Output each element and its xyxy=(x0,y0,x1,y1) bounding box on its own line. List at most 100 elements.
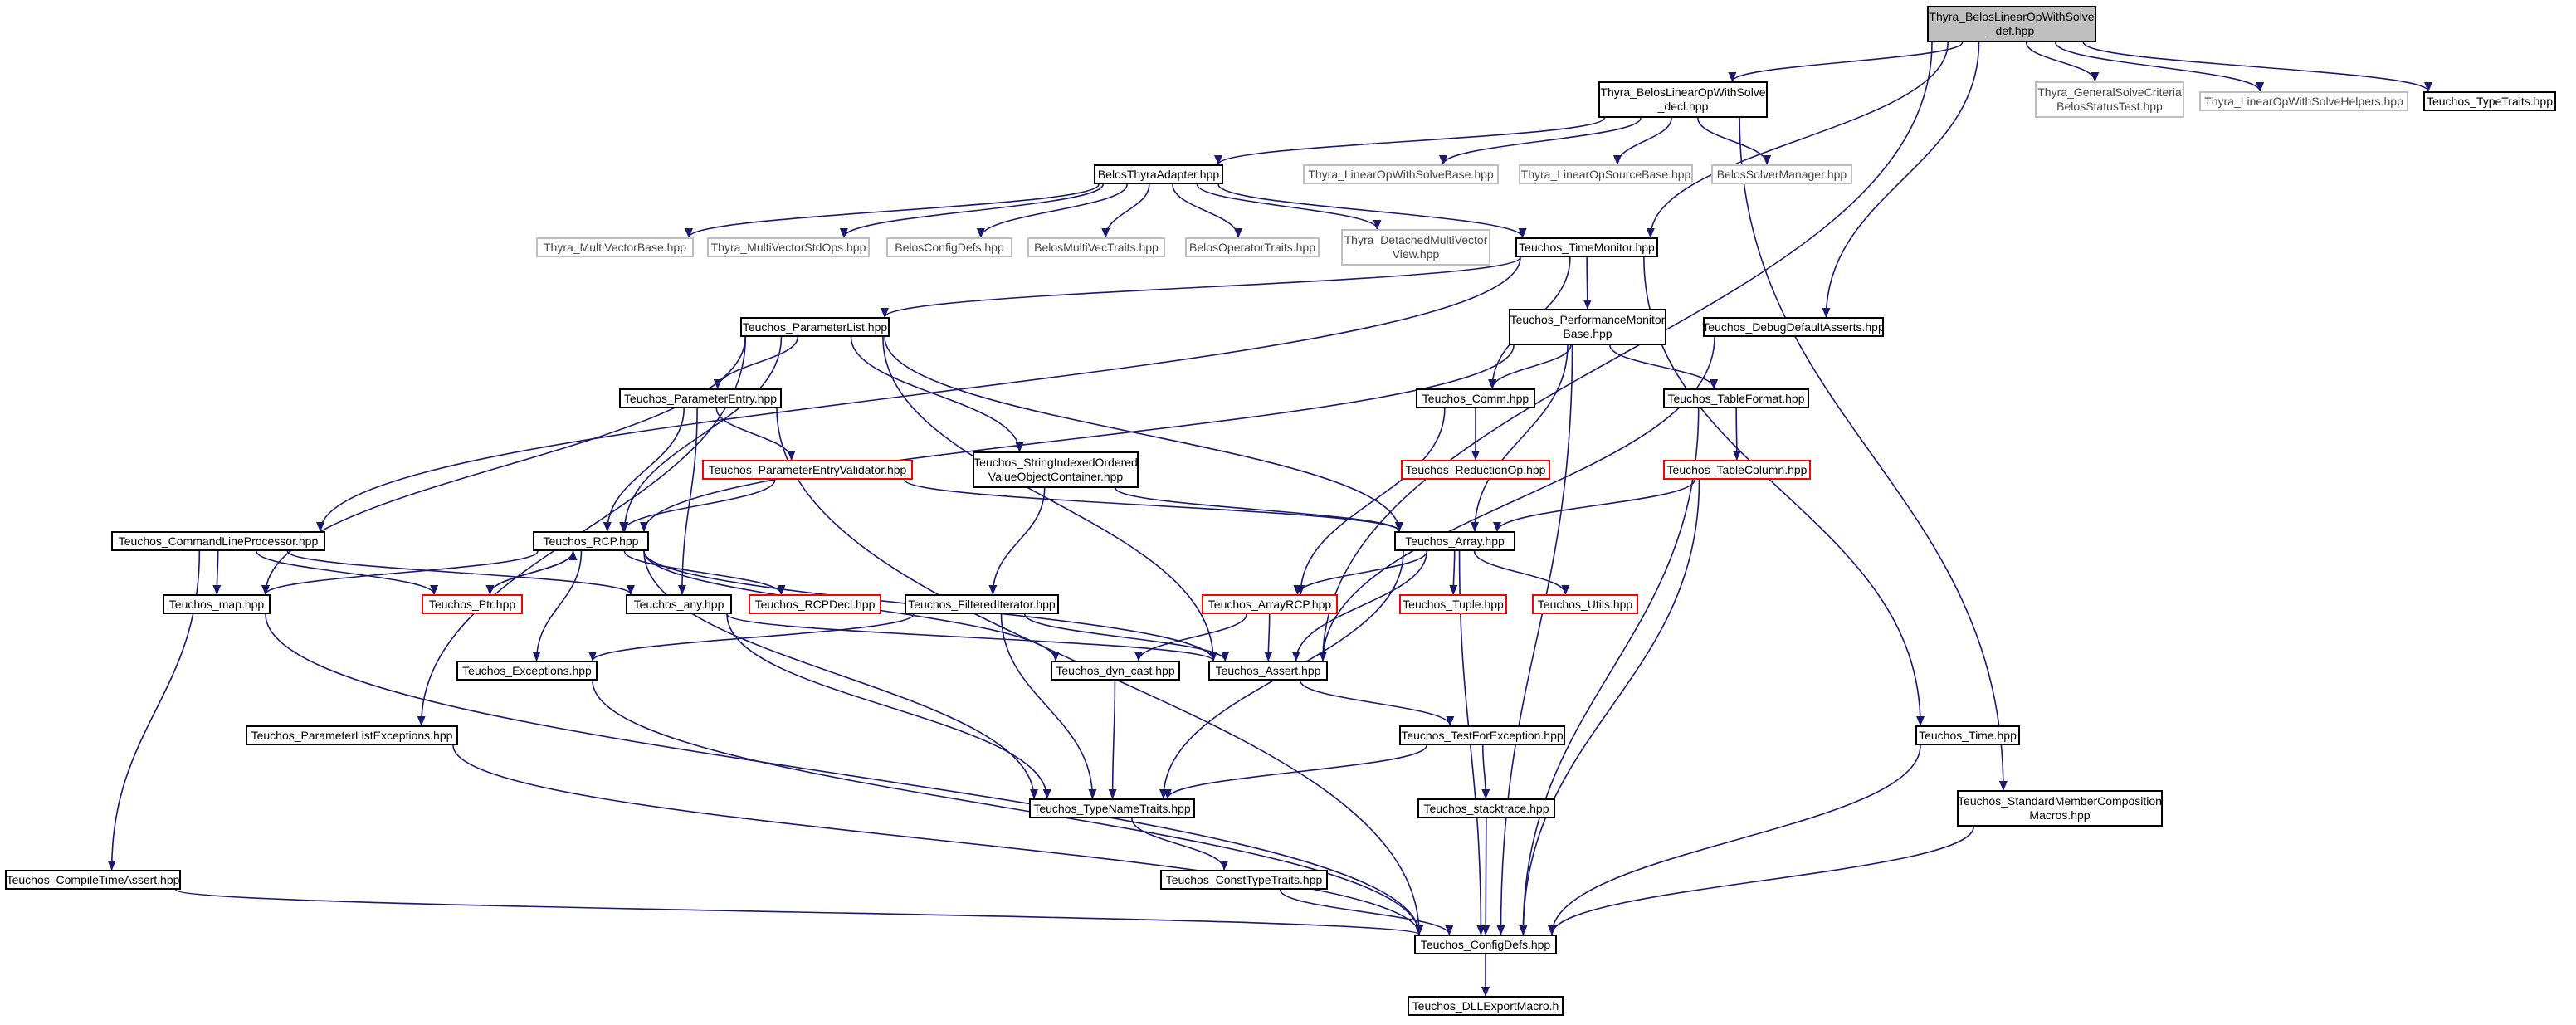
node-teuchos-configdefs[interactable]: Teuchos_ConfigDefs.hpp xyxy=(1414,935,1557,954)
node-label-line: _decl.hpp xyxy=(1657,100,1709,113)
edge-thyra_decl-to-belossm xyxy=(1697,117,1772,165)
node-label-line: Teuchos_any.hpp xyxy=(633,597,724,611)
edge-filtered-to-typename xyxy=(1000,613,1097,799)
node-label-line: Teuchos_map.hpp xyxy=(168,597,265,611)
node-belos-multivec-traits[interactable]: BelosMultiVecTraits.hpp xyxy=(1027,237,1165,257)
node-label-line: Teuchos_ConfigDefs.hpp xyxy=(1420,937,1551,951)
edge-time-to-configdefs xyxy=(1548,744,1921,935)
node-label-line: Teuchos_TableFormat.hpp xyxy=(1667,391,1805,405)
edge-rcp-to-typename xyxy=(643,550,1038,799)
edge-thyra_def-to-timemonitor xyxy=(1646,41,1949,238)
node-belos-solver-manager[interactable]: BelosSolverManager.hpp xyxy=(1711,164,1852,184)
node-teuchos-any[interactable]: Teuchos_any.hpp xyxy=(626,594,732,614)
edge-paramlist-to-rcp xyxy=(620,336,783,532)
edge-testforexc-to-stacktrace xyxy=(1481,744,1490,799)
node-teuchos-array[interactable]: Teuchos_Array.hpp xyxy=(1394,531,1515,551)
edge-tableformat-to-configdefs xyxy=(1519,408,1700,935)
node-label-line: Teuchos_ArrayRCP.hpp xyxy=(1208,597,1332,611)
edge-thyra_def-to-assert xyxy=(1319,41,1933,661)
node-belos-operator-traits[interactable]: BelosOperatorTraits.hpp xyxy=(1185,237,1320,257)
node-label-line: View.hpp xyxy=(1392,247,1440,261)
node-teuchos-consttypetraits[interactable]: Teuchos_ConstTypeTraits.hpp xyxy=(1160,870,1328,890)
node-teuchos-debug-default-asserts[interactable]: Teuchos_DebugDefaultAsserts.hpp xyxy=(1702,317,1885,337)
edge-thyra_def-to-thyra_decl xyxy=(1728,41,1964,82)
edge-arrayrcp-to-assert xyxy=(1264,613,1273,661)
node-label-line: Teuchos_ParameterList.hpp xyxy=(742,320,888,334)
node-teuchos-comm[interactable]: Teuchos_Comm.hpp xyxy=(1416,388,1535,408)
edge-array-to-arrayrcp xyxy=(1293,550,1428,595)
edge-timemonitor-to-cmdline xyxy=(316,256,1521,532)
node-teuchos-dyn-cast[interactable]: Teuchos_dyn_cast.hpp xyxy=(1051,661,1180,681)
node-teuchos-utils[interactable]: Teuchos_Utils.hpp xyxy=(1532,594,1638,614)
node-label-line: Thyra_BelosLinearOpWithSolve xyxy=(1600,85,1766,99)
node-label-line: Thyra_LinearOpWithSolveHelpers.hpp xyxy=(2204,94,2403,108)
node-teuchos-rcp[interactable]: Teuchos_RCP.hpp xyxy=(533,531,649,551)
node-teuchos-tuple[interactable]: Teuchos_Tuple.hpp xyxy=(1399,594,1507,614)
node-teuchos-reductionop[interactable]: Teuchos_ReductionOp.hpp xyxy=(1401,460,1550,480)
node-label-line: Thyra_MultiVectorBase.hpp xyxy=(544,240,686,254)
node-thyra-multivector-base[interactable]: Thyra_MultiVectorBase.hpp xyxy=(536,237,694,257)
node-label-line: Macros.hpp xyxy=(2029,808,2091,822)
edge-dyncast-to-typename xyxy=(1108,680,1117,799)
node-teuchos-assert[interactable]: Teuchos_Assert.hpp xyxy=(1208,661,1328,681)
node-teuchos-dllexportmacro[interactable]: Teuchos_DLLExportMacro.h xyxy=(1408,996,1564,1016)
node-teuchos-rcpdecl[interactable]: Teuchos_RCPDecl.hpp xyxy=(749,594,881,614)
node-teuchos-parameterentry[interactable]: Teuchos_ParameterEntry.hpp xyxy=(619,388,782,408)
edge-assert-to-testforexc xyxy=(1299,680,1455,726)
node-thyra-belos-lows-def[interactable]: Thyra_BelosLinearOpWithSolve_def.hpp xyxy=(1927,6,2096,42)
node-teuchos-parameterentry-validator[interactable]: Teuchos_ParameterEntryValidator.hpp xyxy=(702,460,913,480)
edge-belosthyra-to-thyra_mvso xyxy=(840,183,1104,238)
node-label-line: Teuchos_ParameterListExceptions.hpp xyxy=(251,728,453,742)
edge-filtered-to-exceptions xyxy=(588,613,915,661)
edge-array-to-utils xyxy=(1473,550,1570,595)
node-teuchos-filterediterator[interactable]: Teuchos_FilteredIterator.hpp xyxy=(905,594,1059,614)
node-teuchos-parameterlist[interactable]: Teuchos_ParameterList.hpp xyxy=(740,317,890,337)
node-label-line: BelosThyraAdapter.hpp xyxy=(1097,167,1220,181)
node-teuchos-typenametraits[interactable]: Teuchos_TypeNameTraits.hpp xyxy=(1029,798,1195,818)
node-label-line: Thyra_MultiVectorStdOps.hpp xyxy=(710,240,866,254)
node-teuchos-commandlineprocessor[interactable]: Teuchos_CommandLineProcessor.hpp xyxy=(111,531,325,551)
node-label-line: Base.hpp xyxy=(1563,327,1612,340)
node-thyra-lows-helpers[interactable]: Thyra_LinearOpWithSolveHelpers.hpp xyxy=(2199,91,2408,111)
node-label-line: BelosConfigDefs.hpp xyxy=(895,240,1004,254)
node-label-line: Teuchos_stacktrace.hpp xyxy=(1423,801,1549,815)
node-belos-config-defs[interactable]: BelosConfigDefs.hpp xyxy=(886,237,1012,257)
edge-paramentry-to-any xyxy=(677,408,698,595)
node-label-line: Teuchos_PerformanceMonitor xyxy=(1510,313,1666,326)
node-teuchos-exceptions[interactable]: Teuchos_Exceptions.hpp xyxy=(456,661,598,681)
node-label-line: Teuchos_Exceptions.hpp xyxy=(462,663,592,677)
node-thyra-linear-op-source-base[interactable]: Thyra_LinearOpSourceBase.hpp xyxy=(1519,164,1693,184)
edge-paramlist-to-map xyxy=(261,336,746,595)
node-label-line: Teuchos_ReductionOp.hpp xyxy=(1405,462,1546,476)
edge-thyra_def-to-thyra_lowsh xyxy=(2055,41,2265,92)
node-thyra-lows-base[interactable]: Thyra_LinearOpWithSolveBase.hpp xyxy=(1303,164,1499,184)
node-label-line: Thyra_GeneralSolveCriteria xyxy=(2037,85,2182,99)
node-teuchos-arrayrcp[interactable]: Teuchos_ArrayRCP.hpp xyxy=(1202,594,1338,614)
node-teuchos-tablecolumn[interactable]: Teuchos_TableColumn.hpp xyxy=(1663,460,1811,480)
node-belos-thyra-adapter[interactable]: BelosThyraAdapter.hpp xyxy=(1094,164,1223,184)
node-teuchos-map[interactable]: Teuchos_map.hpp xyxy=(163,594,271,614)
edge-compiletime-to-configdefs xyxy=(175,889,1423,935)
node-teuchos-typetraits[interactable]: Teuchos_TypeTraits.hpp xyxy=(2423,91,2556,111)
node-teuchos-testforexception[interactable]: Teuchos_TestForException.hpp xyxy=(1399,725,1565,745)
edge-comm-to-arrayrcp xyxy=(1296,408,1446,595)
node-teuchos-stacktrace[interactable]: Teuchos_stacktrace.hpp xyxy=(1417,798,1555,818)
node-label-line: Teuchos_StandardMemberComposition xyxy=(1958,794,2162,808)
node-teuchos-tableformat[interactable]: Teuchos_TableFormat.hpp xyxy=(1663,388,1809,408)
node-label-line: Teuchos_RCP.hpp xyxy=(543,534,639,548)
node-teuchos-compiletimeassert[interactable]: Teuchos_CompileTimeAssert.hpp xyxy=(5,870,181,890)
edge-rcp-to-map xyxy=(261,550,539,595)
node-thyra-multivector-stdops[interactable]: Thyra_MultiVectorStdOps.hpp xyxy=(707,237,870,257)
node-thyra-belos-lows-decl[interactable]: Thyra_BelosLinearOpWithSolve_decl.hpp xyxy=(1598,81,1768,118)
node-teuchos-ptr[interactable]: Teuchos_Ptr.hpp xyxy=(422,594,523,614)
node-teuchos-time[interactable]: Teuchos_Time.hpp xyxy=(1915,725,2020,745)
edge-thyra_def-to-debugdefault xyxy=(1822,41,1980,318)
node-teuchos-parameterlist-exceptions[interactable]: Teuchos_ParameterListExceptions.hpp xyxy=(246,725,458,745)
node-teuchos-timemonitor[interactable]: Teuchos_TimeMonitor.hpp xyxy=(1515,237,1658,257)
